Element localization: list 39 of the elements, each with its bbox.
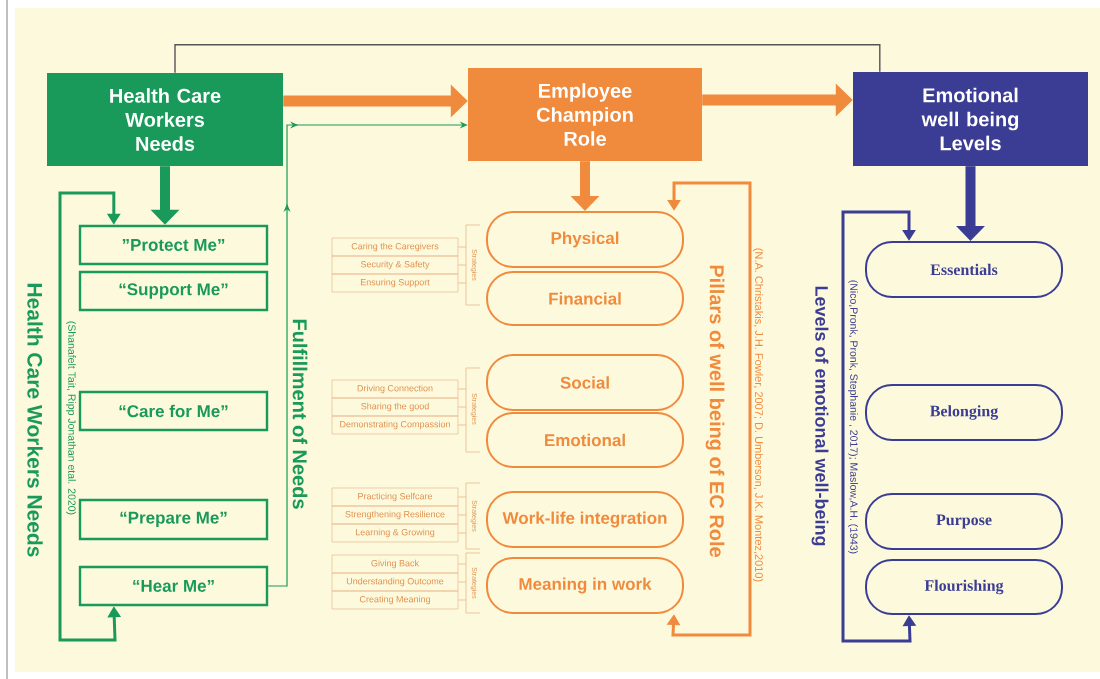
header-box: Employee Champion Role bbox=[468, 68, 702, 161]
need-box: “Hear Me” bbox=[78, 565, 269, 607]
strategy-cell: Caring the Caregivers bbox=[331, 237, 459, 257]
pillar-box: Work-life integration bbox=[486, 491, 684, 548]
strategy-cell: Sharing the good bbox=[331, 397, 459, 417]
level-box: Purpose bbox=[865, 493, 1063, 550]
vertical-label: Fulfillment of Needs bbox=[292, 319, 308, 509]
strategy-cell: Giving Back bbox=[331, 554, 459, 574]
vertical-label: Levels of emotional well-being bbox=[811, 286, 829, 546]
need-box: “Prepare Me” bbox=[78, 498, 269, 541]
citation-text: (Nico,Pronk, Pronk, Stephanie , 2017); Maslow,A.H. (1943) bbox=[848, 280, 858, 554]
loop-arrow bbox=[666, 181, 752, 637]
need-box: “Care for Me” bbox=[78, 390, 269, 432]
strategy-cell: Security & Safety bbox=[331, 255, 459, 275]
level-box: Belonging bbox=[865, 384, 1063, 441]
connector-line bbox=[174, 44, 881, 74]
strategy-cell: Learning & Growing bbox=[331, 523, 459, 543]
strategy-cell: Driving Connection bbox=[331, 379, 459, 399]
pillar-box: Social bbox=[486, 354, 684, 411]
strategy-cell: Understanding Outcome bbox=[331, 572, 459, 592]
strategy-cell: Demonstrating Compassion bbox=[331, 415, 459, 435]
pillar-box: Emotional bbox=[486, 412, 684, 468]
header-box: Health Care Workers Needs bbox=[47, 73, 283, 166]
vertical-label: Health Care Workers Needs bbox=[27, 283, 43, 557]
vertical-label: Pillars of well being of EC Role bbox=[705, 265, 725, 557]
pillar-box: Meaning in work bbox=[486, 557, 684, 614]
need-box: “Support Me” bbox=[78, 270, 269, 312]
strategy-cell: Creating Meaning bbox=[331, 590, 459, 610]
strategy-cell: Ensuring Support bbox=[331, 273, 459, 293]
header-box: Emotional well being Levels bbox=[853, 72, 1088, 166]
citation-text: (N.A. Christakis, J.H. Fowler, 2007; D. Umberson, J.K. Montez,2010) bbox=[752, 248, 764, 582]
strategy-cell: Practicing Selfcare bbox=[331, 487, 459, 507]
strategy-cell: Strengthening Resilience bbox=[331, 505, 459, 525]
citation-text: (Shanafelt Tait, Ripp Jonathan etal. 2020) bbox=[66, 321, 76, 515]
level-box: Essentials bbox=[865, 241, 1063, 298]
pillar-box: Physical bbox=[486, 211, 684, 268]
level-box: Flourishing bbox=[865, 559, 1063, 615]
pillar-box: Financial bbox=[486, 271, 684, 326]
need-box: ”Protect Me” bbox=[78, 224, 269, 266]
